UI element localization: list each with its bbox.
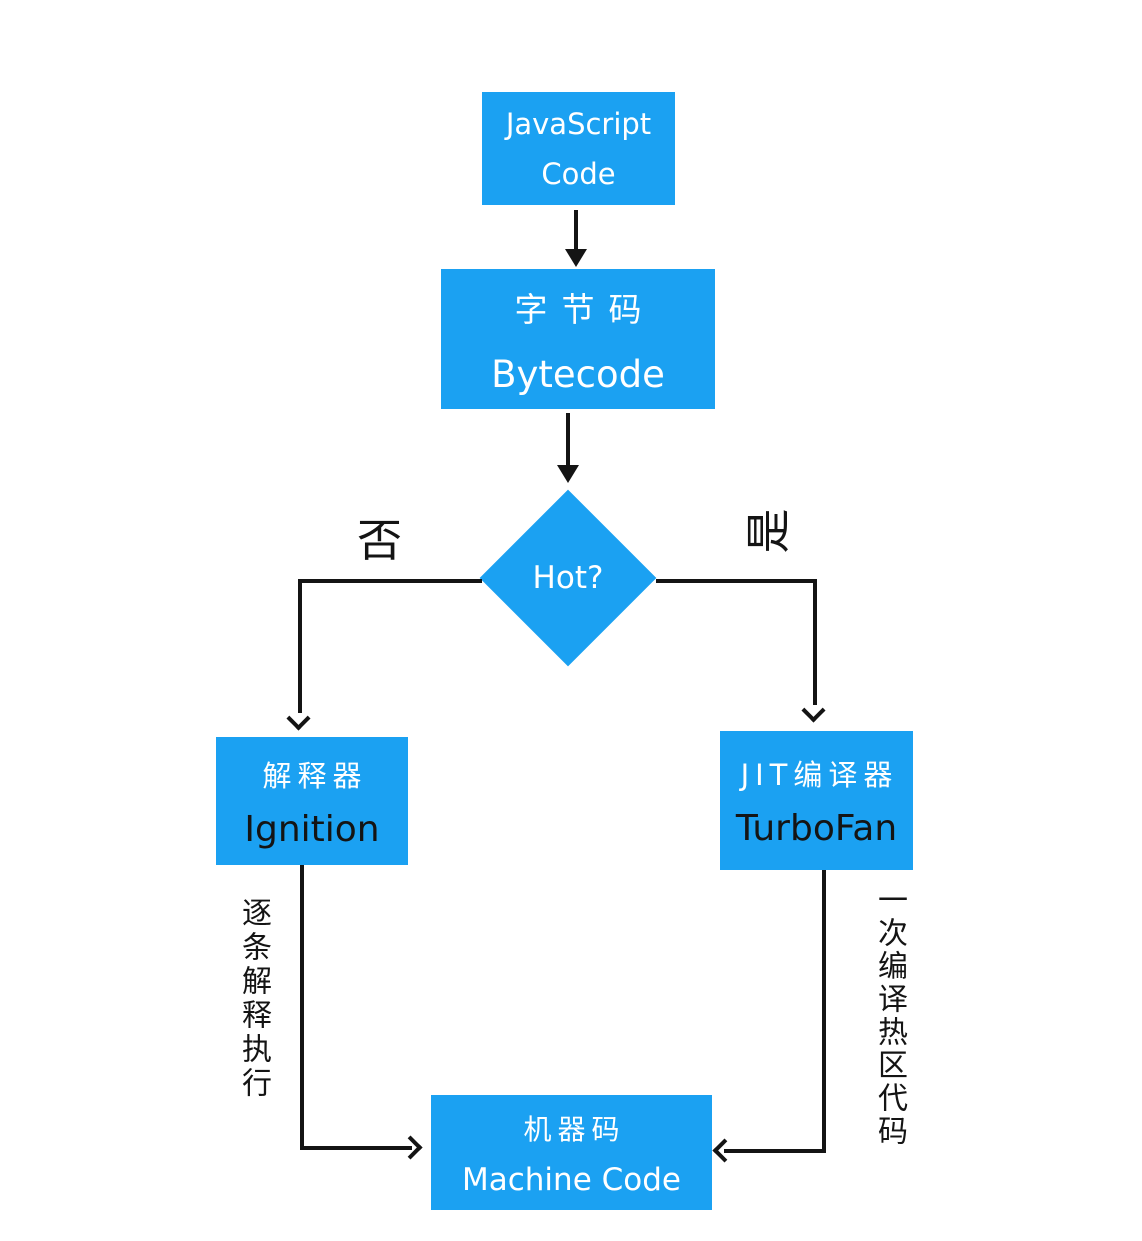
node-turbofan: JIT编译器 TurboFan [720, 731, 913, 870]
node-machine-code-line2: Machine Code [462, 1161, 681, 1198]
edge-hot-to-turbofan-vline [813, 579, 817, 705]
edge-hot-to-ignition-vline [298, 579, 302, 713]
edge-ignition-to-machine-vline [300, 865, 304, 1150]
edge-jscode-to-bytecode-line [574, 210, 578, 250]
edge-ignition-to-machine-hline [300, 1146, 412, 1150]
edge-label-yes: 是 [741, 508, 795, 554]
arrowhead-into-ignition [286, 706, 311, 731]
edge-hot-to-ignition-hline [298, 579, 482, 583]
edge-bytecode-to-hot-line [566, 413, 570, 466]
node-javascript-code-line1: JavaScript [505, 106, 652, 141]
edge-label-no: 否 [357, 514, 403, 567]
node-hot-decision: Hot? [479, 489, 657, 667]
edge-turbofan-to-machine-vline [822, 870, 826, 1152]
edge-note-ignition: 逐条解释执行 [236, 897, 271, 1101]
arrowhead-into-turbofan [801, 698, 826, 723]
node-hot-label: Hot? [532, 560, 604, 596]
edge-turbofan-to-machine-hline [724, 1149, 826, 1153]
node-ignition-line2: Ignition [244, 808, 380, 850]
node-machine-code-line1: 机器码 [523, 1112, 626, 1146]
arrowhead-into-machine-right [712, 1138, 737, 1163]
node-javascript-code-line2: Code [541, 156, 616, 191]
node-bytecode-line1: 字节码 [514, 289, 656, 329]
node-javascript-code: JavaScript Code [482, 92, 675, 205]
arrowhead-into-machine-left [398, 1135, 423, 1160]
node-bytecode: 字节码 Bytecode [441, 269, 715, 409]
node-machine-code: 机器码 Machine Code [431, 1095, 712, 1210]
node-bytecode-line2: Bytecode [491, 352, 665, 396]
edge-hot-to-turbofan-hline [656, 579, 817, 583]
arrowhead-into-hot [557, 465, 579, 483]
node-turbofan-line2: TurboFan [735, 808, 898, 849]
arrowhead-into-bytecode [565, 249, 587, 267]
edge-note-turbofan: 一次编译热区代码 [872, 884, 907, 1148]
node-ignition-line1: 解释器 [262, 758, 368, 793]
node-ignition: 解释器 Ignition [216, 737, 408, 865]
node-turbofan-line1: JIT编译器 [740, 758, 899, 792]
